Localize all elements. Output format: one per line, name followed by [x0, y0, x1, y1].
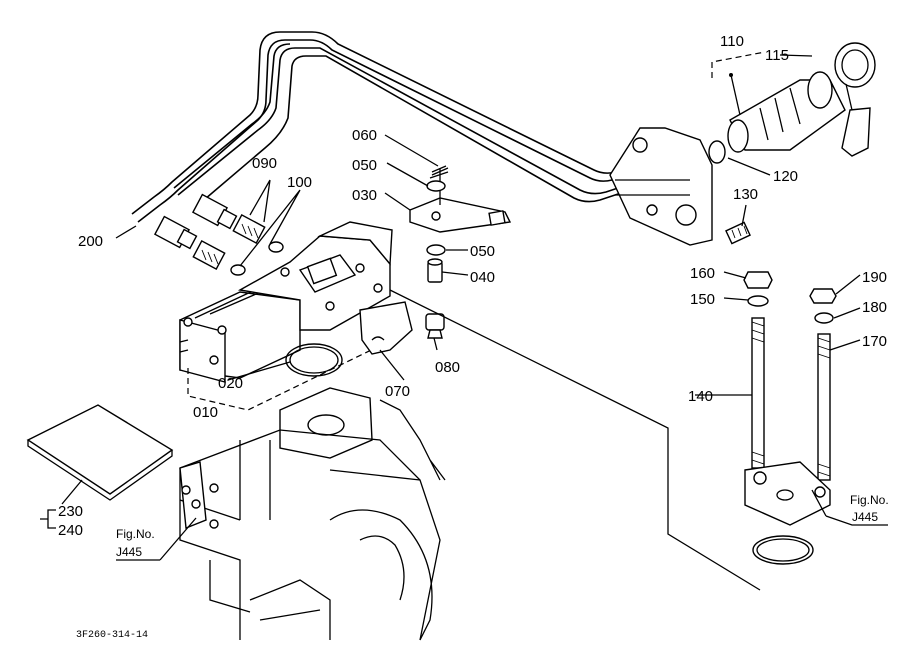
label-060: 060 [352, 127, 377, 144]
part-labels: 060 050 030 050 040 090 100 200 020 010 … [58, 33, 887, 539]
label-020: 020 [218, 375, 243, 392]
pipe-fittings [153, 193, 284, 276]
label-115: 115 [765, 47, 789, 64]
label-160: 160 [690, 265, 715, 282]
label-120: 120 [773, 168, 798, 185]
o-ring-120 [708, 140, 726, 164]
label-170: 170 [862, 333, 887, 350]
spring-060 [429, 165, 449, 179]
hydraulic-pipes [131, 31, 690, 223]
fitting-130 [725, 221, 751, 245]
lever-030 [409, 167, 512, 233]
label-080: 080 [435, 359, 460, 376]
manual-230 [26, 404, 174, 501]
label-180: 180 [862, 299, 887, 316]
stud-170 [817, 333, 831, 481]
washer-050-top [426, 180, 446, 192]
washer-180 [814, 312, 834, 324]
fig-ref-right: Fig.No. J445 [825, 493, 889, 526]
reference-line [389, 289, 761, 591]
flange-plate [609, 127, 713, 246]
label-040: 040 [470, 269, 495, 286]
fig-ref-right-number: J445 [852, 510, 878, 524]
drawing-code: 3F260-314-14 [76, 630, 148, 641]
fig-ref-left-caption: Fig.No. [116, 527, 155, 541]
label-070: 070 [385, 383, 410, 400]
label-010: 010 [193, 404, 218, 421]
o-ring-020 [285, 343, 343, 377]
lift-o-ring-inner [756, 538, 810, 562]
bracket-070 [359, 301, 413, 355]
assembly-110-bracket [711, 51, 766, 78]
fig-ref-right-caption: Fig.No. [850, 493, 889, 507]
label-240: 240 [58, 522, 83, 539]
nut-190 [809, 288, 837, 304]
plug-080 [425, 313, 445, 339]
lift-flange [744, 461, 831, 526]
label-130: 130 [733, 186, 758, 203]
label-140: 140 [688, 388, 713, 405]
fig-ref-left-number: J445 [116, 545, 142, 559]
label-150: 150 [690, 291, 715, 308]
stud-140 [751, 317, 765, 469]
label-190: 190 [862, 269, 887, 286]
nut-160 [743, 271, 773, 289]
dust-cap-115 [834, 42, 876, 157]
label-090: 090 [252, 155, 277, 172]
label-030: 030 [352, 187, 377, 204]
quick-coupler-110 [727, 71, 846, 153]
lift-o-ring [752, 535, 814, 565]
label-230: 230 [58, 503, 83, 520]
control-valve-body [179, 221, 393, 383]
transmission-housing [179, 387, 446, 641]
label-050-bottom: 050 [470, 243, 495, 260]
fig-ref-left: Fig.No. J445 [116, 527, 160, 561]
label-110: 110 [720, 33, 744, 50]
o-ring-020-inner [289, 346, 339, 374]
washer-150 [747, 295, 769, 307]
label-050-top: 050 [352, 157, 377, 174]
label-200: 200 [78, 233, 103, 250]
assembly-010-bracket [187, 335, 401, 411]
leader-lines [40, 54, 861, 561]
label-100: 100 [287, 174, 312, 191]
washer-050-bottom [426, 244, 446, 256]
pin-040 [427, 258, 443, 283]
